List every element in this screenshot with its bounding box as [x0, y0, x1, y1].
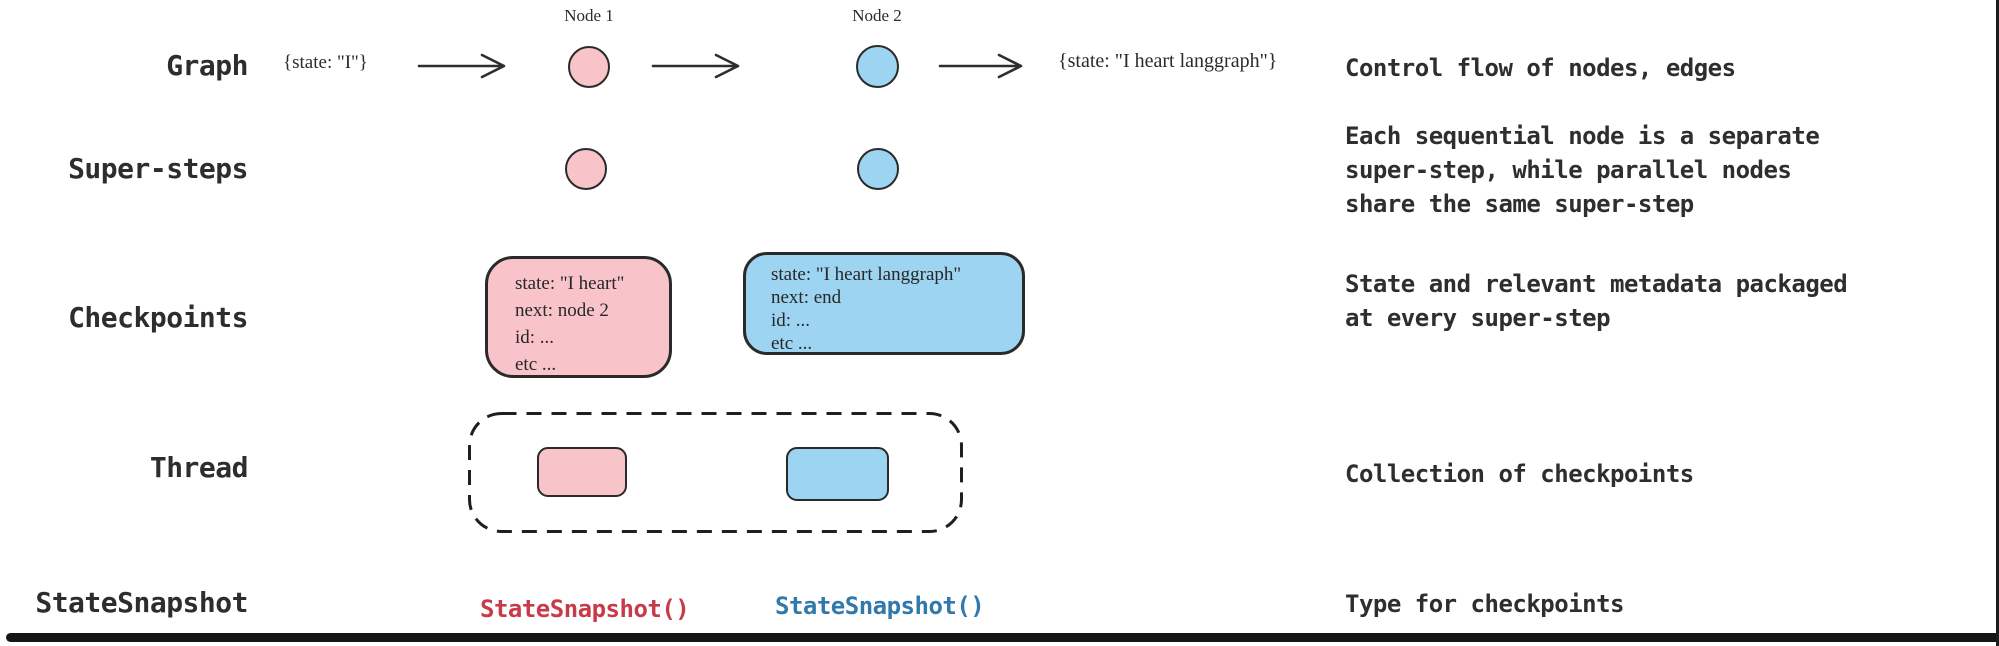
checkpoint-card-node1: state: "I heart" next: node 2 id: ... et…: [485, 256, 672, 378]
arrow-right-icon: [417, 53, 506, 79]
bottom-frame-bar: [6, 633, 1999, 642]
super-step2-circle: [857, 148, 899, 190]
row-label-graph: Graph: [166, 49, 248, 82]
checkpoint-card-node2: state: "I heart langgraph" next: end id:…: [743, 252, 1025, 355]
graph-output-state-text: {state: "I heart langgraph"}: [1058, 50, 1278, 72]
desc-line: at every super-step: [1345, 304, 1611, 332]
node1-circle: [568, 46, 610, 88]
desc-checkpoints: State and relevant metadata packaged at …: [1345, 267, 1965, 335]
desc-thread: Collection of checkpoints: [1345, 457, 1965, 491]
desc-line: Control flow of nodes, edges: [1345, 54, 1736, 82]
row-label-super-steps: Super-steps: [68, 152, 248, 185]
graph-input-state-text: {state: "I"}: [283, 52, 368, 73]
checkpoint-line: id: ...: [515, 327, 555, 348]
thread-checkpoint1-rect: [537, 447, 627, 497]
checkpoint-line: state: "I heart": [515, 273, 625, 294]
node1-label: Node 1: [564, 6, 614, 25]
desc-line: share the same super-step: [1345, 190, 1694, 218]
row-label-thread: Thread: [149, 451, 249, 484]
row-label-checkpoints: Checkpoints: [68, 301, 248, 334]
right-frame-edge: [1996, 0, 1999, 646]
desc-state-snapshot: Type for checkpoints: [1345, 587, 1965, 621]
state-snapshot-call-node2: StateSnapshot(): [775, 592, 985, 620]
checkpoint-line: etc ...: [515, 354, 557, 375]
node2-circle: [856, 45, 899, 88]
desc-line: Collection of checkpoints: [1345, 460, 1694, 488]
desc-line: Each sequential node is a separate: [1345, 122, 1820, 150]
state-snapshot-call-node1: StateSnapshot(): [480, 595, 690, 623]
thread-dashed-border: [468, 412, 963, 533]
checkpoint-line: id: ...: [771, 310, 811, 331]
row-label-state-snapshot: StateSnapshot: [35, 586, 248, 619]
node2-label: Node 2: [852, 6, 902, 25]
desc-line: Type for checkpoints: [1345, 590, 1624, 618]
desc-graph: Control flow of nodes, edges: [1345, 51, 1965, 85]
desc-super-steps: Each sequential node is a separate super…: [1345, 119, 1965, 221]
arrow-right-icon: [938, 53, 1023, 79]
thread-checkpoint2-rect: [786, 447, 889, 501]
checkpoint-line: next: node 2: [515, 300, 609, 321]
arrow-right-icon: [651, 53, 740, 79]
checkpoint-line: state: "I heart langgraph": [771, 264, 962, 285]
desc-line: State and relevant metadata packaged: [1345, 270, 1848, 298]
checkpoint-line: next: end: [771, 287, 842, 308]
super-step1-circle: [565, 148, 607, 190]
checkpoint-line: etc ...: [771, 333, 813, 354]
desc-line: super-step, while parallel nodes: [1345, 156, 1792, 184]
